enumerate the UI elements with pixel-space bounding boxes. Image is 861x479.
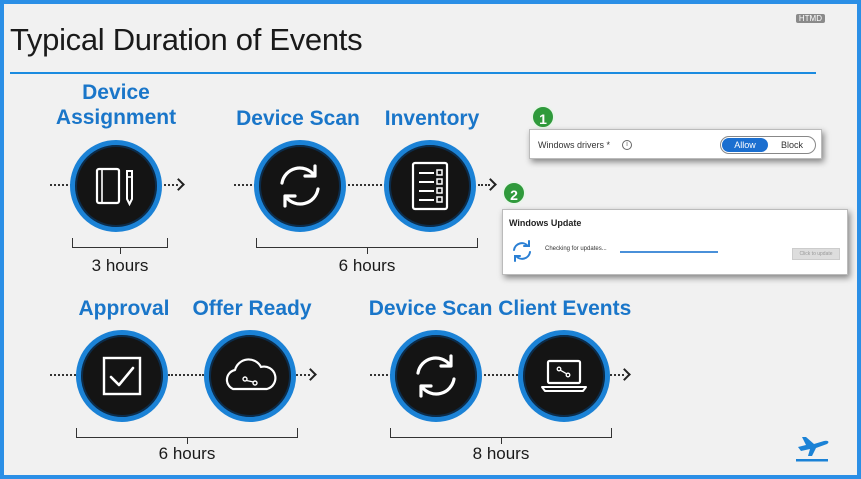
client-events-laptop-circle bbox=[518, 330, 610, 422]
label-device-assignment: Device Assignment bbox=[55, 81, 177, 129]
timeline-connector bbox=[50, 374, 76, 376]
sync-icon bbox=[280, 164, 320, 208]
label-device-scan: Device Scan bbox=[236, 107, 360, 130]
windows-update-title: Windows Update bbox=[509, 218, 582, 228]
approval-circle bbox=[76, 330, 168, 422]
block-option[interactable]: Block bbox=[780, 140, 803, 150]
windows-drivers-panel: Windows drivers * i Allow Block bbox=[529, 129, 822, 159]
update-status-text: Checking for updates... bbox=[545, 246, 607, 252]
timeline-connector bbox=[610, 374, 624, 376]
checklist-icon bbox=[411, 161, 449, 211]
sync-icon bbox=[416, 354, 456, 398]
duration-label: 3 hours bbox=[91, 256, 149, 275]
windows-drivers-label: Windows drivers * bbox=[538, 140, 611, 150]
device-scan-circle bbox=[254, 140, 346, 232]
label-device-scan-client-events: Device Scan Client Events bbox=[368, 297, 632, 320]
update-progress-bar bbox=[620, 251, 718, 253]
notebook-pen-icon bbox=[95, 167, 133, 207]
duration-label: 8 hours bbox=[472, 444, 530, 463]
title-underline bbox=[10, 72, 816, 74]
duration-bracket bbox=[76, 428, 298, 444]
label-inventory: Inventory bbox=[384, 107, 480, 130]
airplane-icon bbox=[796, 437, 829, 462]
label-approval: Approval bbox=[78, 297, 170, 320]
timeline-connector bbox=[168, 374, 204, 376]
callout-badge-1: 1 bbox=[531, 105, 555, 129]
duration-label: 6 hours bbox=[338, 256, 396, 275]
device-assignment-circle bbox=[70, 140, 162, 232]
timeline-connector bbox=[234, 184, 256, 186]
client-events-sync-circle bbox=[390, 330, 482, 422]
inventory-circle bbox=[384, 140, 476, 232]
laptop-icon bbox=[541, 359, 587, 392]
duration-bracket bbox=[256, 238, 478, 254]
timeline-connector bbox=[484, 374, 518, 376]
timeline-connector bbox=[348, 184, 386, 186]
slide-title: Typical Duration of Events bbox=[10, 22, 363, 57]
offer-ready-circle bbox=[204, 330, 296, 422]
label-offer-ready: Offer Ready bbox=[192, 297, 312, 320]
duration-bracket bbox=[72, 238, 168, 254]
timeline-connector bbox=[296, 374, 310, 376]
allow-option[interactable]: Allow bbox=[722, 138, 768, 152]
duration-label: 6 hours bbox=[158, 444, 216, 463]
sync-icon bbox=[513, 240, 531, 262]
watermark: HTMD bbox=[795, 14, 825, 23]
timeline-connector bbox=[370, 374, 392, 376]
slide: Typical Duration of Events HTMD Device A… bbox=[4, 4, 857, 475]
allow-block-toggle[interactable]: Allow Block bbox=[720, 136, 816, 154]
timeline-connector bbox=[164, 184, 178, 186]
update-button[interactable]: Click to update bbox=[792, 248, 840, 260]
cloud-icon bbox=[225, 358, 277, 391]
duration-bracket bbox=[390, 428, 612, 444]
info-icon[interactable]: i bbox=[622, 140, 632, 150]
checkbox-icon bbox=[102, 356, 142, 396]
callout-badge-2: 2 bbox=[502, 181, 526, 205]
timeline-connector bbox=[50, 184, 72, 186]
windows-update-panel: Windows Update Checking for updates... C… bbox=[502, 209, 848, 275]
